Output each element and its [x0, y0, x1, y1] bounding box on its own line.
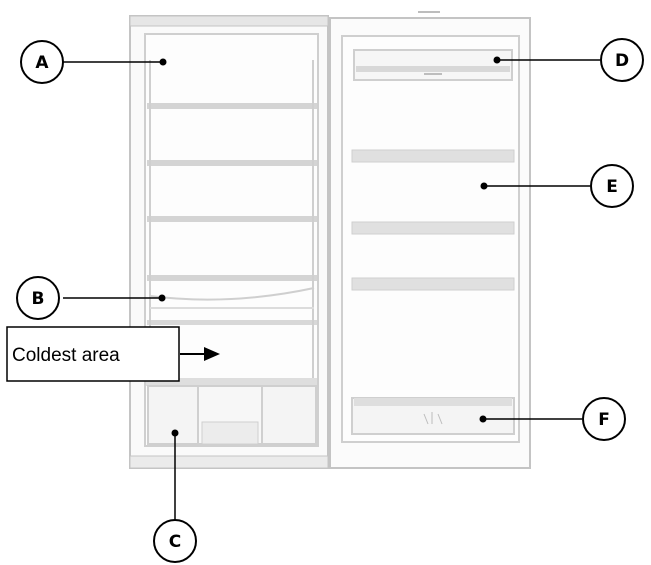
callout-f-label: F — [598, 410, 610, 430]
callout-d-label: D — [615, 51, 629, 71]
shelf-2 — [147, 160, 317, 166]
callout-b-label: B — [32, 289, 45, 309]
callout-e: E — [590, 164, 634, 208]
callout-f: F — [582, 397, 626, 441]
callout-b: B — [16, 276, 60, 320]
crisper-cover — [146, 378, 317, 386]
leader-lines — [63, 59, 600, 520]
bottle-shelf — [149, 287, 315, 301]
crisper-drawer-handle — [201, 421, 259, 445]
callout-d: D — [600, 38, 644, 82]
crisper-drawer-right — [261, 385, 317, 445]
shelf-4 — [147, 275, 317, 281]
callout-c: C — [153, 519, 197, 563]
shelf-3 — [147, 216, 317, 222]
door-top-shelf — [353, 49, 513, 81]
door-balcony-1 — [351, 149, 515, 163]
callout-a: A — [20, 40, 64, 84]
door-balcony-2 — [351, 221, 515, 235]
callout-e-label: E — [606, 177, 618, 197]
door-balcony-3 — [351, 277, 515, 291]
fridge-cabinet — [129, 15, 329, 469]
callout-c-label: C — [169, 532, 181, 552]
cabinet-base — [129, 455, 329, 469]
shelf-1 — [147, 103, 317, 109]
coldest-area-arrow-head — [204, 347, 220, 361]
fridge-door — [329, 11, 531, 469]
cabinet-top-strip — [129, 15, 329, 27]
coldest-area-note: Coldest area — [6, 326, 220, 382]
coldest-area-text: Coldest area — [12, 345, 120, 366]
door-inner-liner — [341, 35, 520, 443]
callout-a-label: A — [35, 53, 49, 73]
shelf-5 — [147, 320, 317, 325]
coldest-area-box — [6, 326, 180, 382]
anchor-dots — [158, 56, 501, 437]
door-top-shelf-lip — [356, 66, 510, 72]
